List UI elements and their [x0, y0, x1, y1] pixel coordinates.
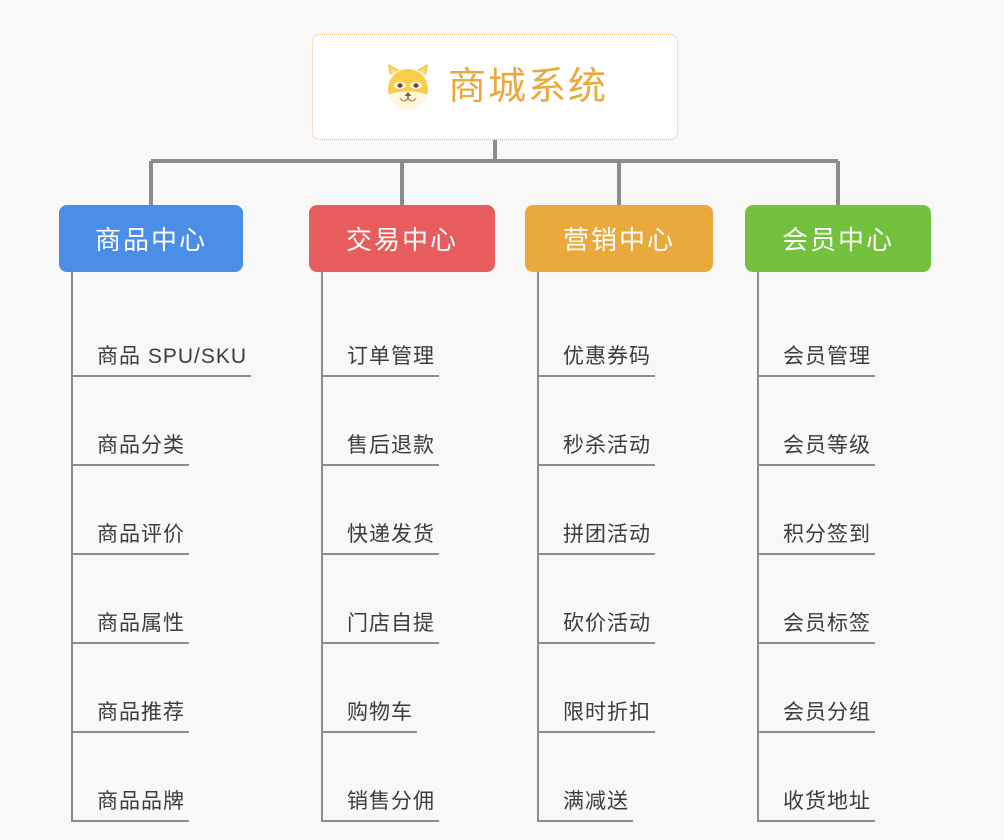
- branch-column-marketing: 营销中心 优惠券码 秒杀活动 拼团活动 砍价活动 限时折扣 满减送: [525, 205, 713, 822]
- branch-header-trade[interactable]: 交易中心: [309, 205, 495, 272]
- list-item-label: 秒杀活动: [537, 429, 655, 466]
- list-item[interactable]: 订单管理: [321, 288, 495, 377]
- list-item-label: 积分签到: [757, 518, 875, 555]
- list-item-label: 优惠券码: [537, 340, 655, 377]
- list-item[interactable]: 门店自提: [321, 555, 495, 644]
- list-item[interactable]: 商品分类: [71, 377, 251, 466]
- root-node[interactable]: 商城系统: [312, 34, 678, 140]
- branch-column-member: 会员中心 会员管理 会员等级 积分签到 会员标签 会员分组 收货地址: [745, 205, 931, 822]
- branch-header-label: 会员中心: [781, 225, 894, 255]
- list-item-label: 商品品牌: [71, 785, 189, 822]
- branch-items-trade: 订单管理 售后退款 快递发货 门店自提 购物车 销售分佣: [309, 272, 495, 822]
- list-item-label: 商品属性: [71, 607, 189, 644]
- list-item[interactable]: 会员分组: [757, 644, 931, 733]
- branch-column-trade: 交易中心 订单管理 售后退款 快递发货 门店自提 购物车 销售分佣: [309, 205, 495, 822]
- page-title: 商城系统: [447, 66, 608, 108]
- list-item[interactable]: 售后退款: [321, 377, 495, 466]
- branch-items-marketing: 优惠券码 秒杀活动 拼团活动 砍价活动 限时折扣 满减送: [525, 272, 713, 822]
- branch-column-product: 商品中心 商品 SPU/SKU 商品分类 商品评价 商品属性 商品推荐 商品品牌: [59, 205, 252, 822]
- list-item[interactable]: 收货地址: [757, 733, 931, 822]
- list-item[interactable]: 优惠券码: [537, 288, 713, 377]
- branch-spine: [321, 272, 323, 822]
- branch-header-label: 交易中心: [345, 225, 458, 255]
- list-item[interactable]: 会员等级: [757, 377, 931, 466]
- list-item[interactable]: 商品 SPU/SKU: [71, 288, 252, 377]
- branch-header-label: 营销中心: [562, 225, 675, 255]
- list-item-label: 会员分组: [757, 696, 875, 733]
- list-item-label: 商品分类: [71, 429, 189, 466]
- list-item[interactable]: 销售分佣: [321, 733, 495, 822]
- list-item[interactable]: 满减送: [537, 733, 713, 822]
- branch-spine: [537, 272, 539, 822]
- branch-header-label: 商品中心: [94, 225, 207, 255]
- list-item[interactable]: 购物车: [321, 644, 495, 733]
- list-item[interactable]: 快递发货: [321, 466, 495, 555]
- branch-spine: [71, 272, 73, 822]
- list-item[interactable]: 秒杀活动: [537, 377, 713, 466]
- list-item-label: 会员标签: [757, 607, 875, 644]
- list-item[interactable]: 商品品牌: [71, 733, 251, 822]
- list-item-label: 订单管理: [321, 340, 439, 377]
- list-item-label: 商品评价: [71, 518, 189, 555]
- branch-items-member: 会员管理 会员等级 积分签到 会员标签 会员分组 收货地址: [745, 272, 931, 822]
- list-item-label: 收货地址: [757, 785, 875, 822]
- list-item-label: 销售分佣: [321, 785, 439, 822]
- list-item-label: 商品 SPU/SKU: [71, 340, 252, 377]
- branch-header-member[interactable]: 会员中心: [745, 205, 931, 272]
- list-item-label: 会员管理: [757, 340, 875, 377]
- list-item-label: 售后退款: [321, 429, 439, 466]
- list-item-label: 商品推荐: [71, 696, 189, 733]
- list-item[interactable]: 拼团活动: [537, 466, 713, 555]
- list-item[interactable]: 积分签到: [757, 466, 931, 555]
- list-item-label: 砍价活动: [537, 607, 655, 644]
- list-item-label: 快递发货: [321, 518, 439, 555]
- branch-header-marketing[interactable]: 营销中心: [525, 205, 713, 272]
- list-item[interactable]: 砍价活动: [537, 555, 713, 644]
- branch-spine: [757, 272, 759, 822]
- list-item[interactable]: 商品推荐: [71, 644, 251, 733]
- branch-items-product: 商品 SPU/SKU 商品分类 商品评价 商品属性 商品推荐 商品品牌: [59, 272, 252, 822]
- list-item-label: 会员等级: [757, 429, 875, 466]
- list-item[interactable]: 会员管理: [757, 288, 931, 377]
- list-item-label: 拼团活动: [537, 518, 655, 555]
- list-item[interactable]: 会员标签: [757, 555, 931, 644]
- list-item-label: 门店自提: [321, 607, 439, 644]
- list-item[interactable]: 限时折扣: [537, 644, 713, 733]
- shiba-dog-face-icon: [382, 61, 434, 113]
- list-item[interactable]: 商品属性: [71, 555, 251, 644]
- list-item[interactable]: 商品评价: [71, 466, 251, 555]
- list-item-label: 满减送: [537, 785, 633, 822]
- branch-header-product[interactable]: 商品中心: [59, 205, 243, 272]
- list-item-label: 限时折扣: [537, 696, 655, 733]
- list-item-label: 购物车: [321, 696, 417, 733]
